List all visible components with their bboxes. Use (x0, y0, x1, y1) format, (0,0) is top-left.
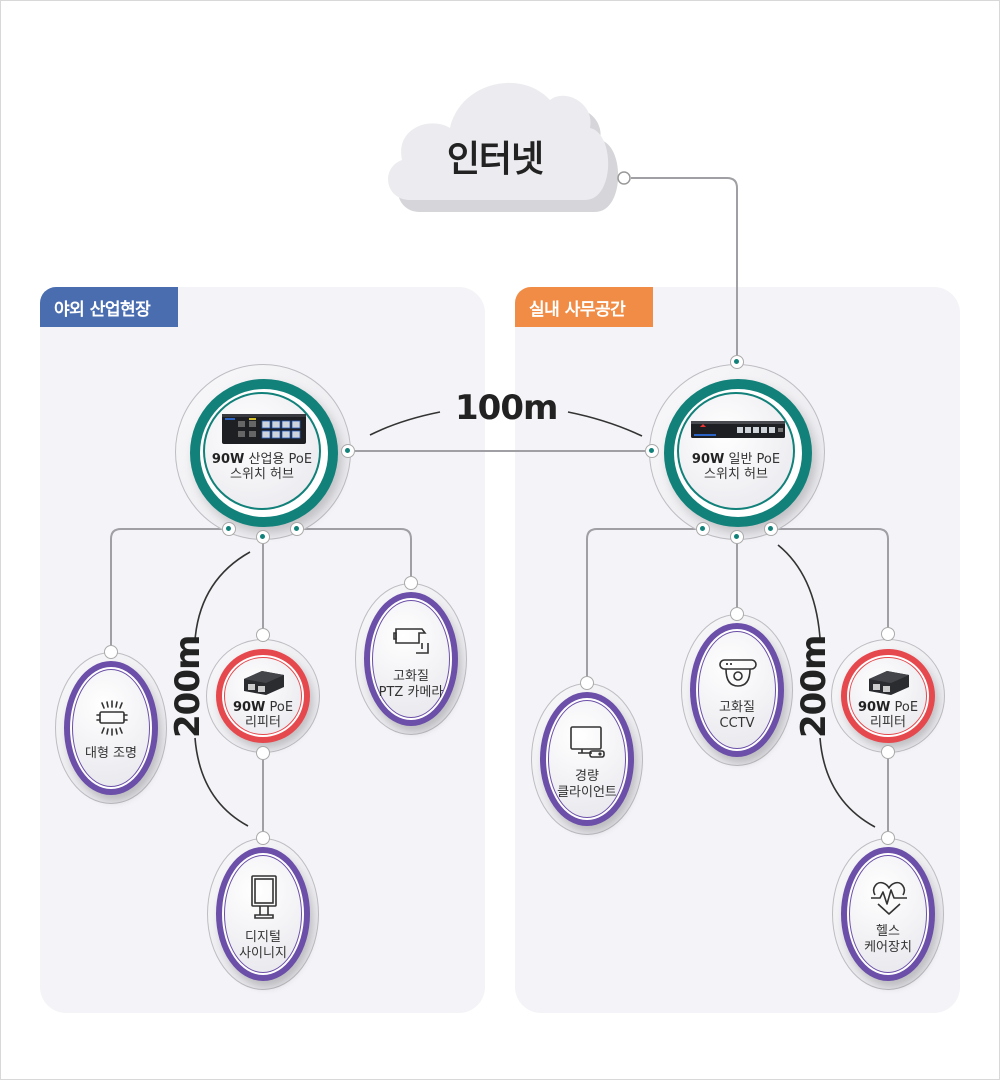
thin-client-icon (570, 726, 605, 758)
port-left-hub-se (290, 522, 304, 536)
poe-repeater-icon (869, 671, 909, 695)
distance-arc (819, 737, 876, 828)
wire-left-ptz (304, 528, 412, 583)
distance-arc (194, 551, 251, 641)
wire-internet-to-hub (631, 177, 738, 362)
heart-pulse-icon (871, 881, 907, 915)
dome-camera-icon (719, 659, 757, 687)
device-label: 대형 조명 (85, 746, 137, 761)
port-left-hub-s (256, 530, 270, 544)
industrial-switch-icon (222, 414, 306, 444)
port-left-repeater-out (256, 746, 270, 760)
port-left-repeater-in (256, 628, 270, 642)
port-left-hub-east (341, 444, 355, 458)
port-right-hub-s (730, 530, 744, 544)
port-right-hub-west (645, 444, 659, 458)
poe-repeater-icon (244, 671, 284, 695)
port-right-repeater-in (881, 627, 895, 641)
wire-right-repeater (778, 528, 889, 632)
port-ptz (404, 576, 418, 590)
port-right-repeater-out (881, 745, 895, 759)
distance-arc (567, 411, 643, 437)
internet-label: 인터넷 (446, 139, 544, 180)
port-signage (256, 831, 270, 845)
port-right-hub-se (764, 522, 778, 536)
port-right-hub-sw (696, 522, 710, 536)
light-panel-icon (96, 700, 128, 736)
distance-arc (369, 411, 441, 436)
distance-arc (777, 544, 821, 639)
port-thin-client (580, 676, 594, 690)
port-healthcare (881, 831, 895, 845)
cloud-icon (388, 82, 619, 212)
zone-tag-outdoor: 야외 산업현장 (40, 287, 178, 327)
distance-label-100m: 100m (455, 388, 558, 428)
desktop-switch-icon (691, 421, 785, 438)
distance-label-right-200m: 200m (794, 635, 834, 738)
digital-signage-icon (251, 875, 277, 919)
port-right-hub-north (730, 355, 744, 369)
distance-arc (194, 737, 249, 827)
zone-tag-indoor: 실내 사무공간 (515, 287, 653, 327)
wire-right-client (586, 528, 696, 683)
wire-left-lighting (110, 528, 222, 652)
port-lighting (104, 645, 118, 659)
port-cctv (730, 607, 744, 621)
device-large-lighting[interactable]: 대형 조명 (55, 652, 167, 804)
internet-port (617, 171, 631, 185)
distance-label-left-200m: 200m (168, 635, 208, 738)
port-left-hub-sw (222, 522, 236, 536)
ptz-camera-icon (393, 628, 429, 654)
